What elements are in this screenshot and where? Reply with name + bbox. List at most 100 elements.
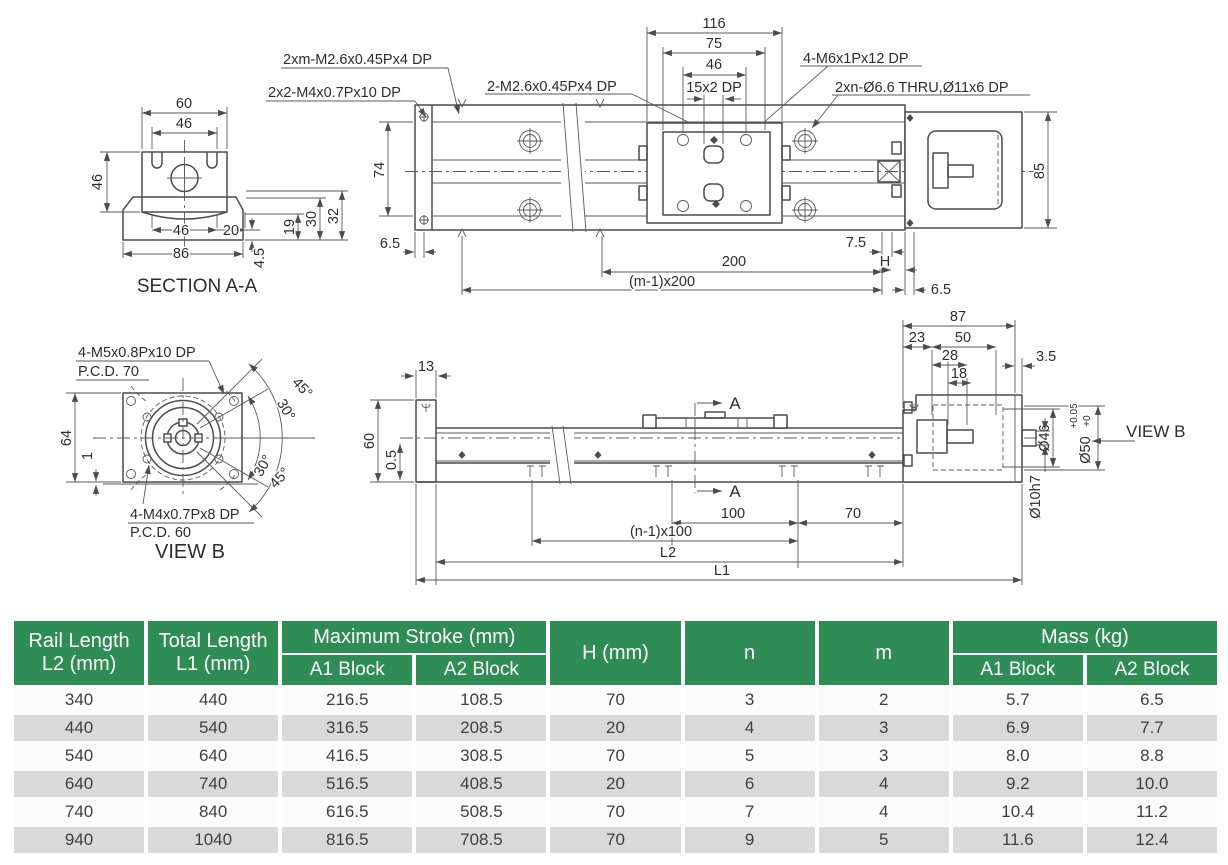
- cell-l2: 640: [14, 771, 145, 797]
- cell-stroke-a2: 408.5: [416, 771, 547, 797]
- dim-15x2: 15x2 DP: [686, 80, 742, 96]
- cell-n: 5: [684, 743, 815, 769]
- dim-30: 30: [304, 211, 320, 227]
- cell-mass-a1: 10.4: [952, 799, 1083, 825]
- header-h: H (mm): [550, 621, 681, 685]
- cell-n: 6: [684, 771, 815, 797]
- cell-h: 70: [550, 687, 681, 713]
- dim-46-top: 46: [176, 116, 192, 132]
- section-aa-title: SECTION A-A: [137, 276, 258, 297]
- view-b-title: VIEW B: [155, 541, 225, 563]
- dim-0-5: 0.5: [384, 450, 400, 470]
- dim-dia50-tol-high: +0.05: [1069, 403, 1080, 429]
- header-rail-length-line2: L2 (mm): [41, 653, 117, 675]
- cell-mass-a2: 12.4: [1086, 827, 1217, 853]
- header-rail-length-line1: Rail Length: [28, 630, 130, 652]
- dim-74: 74: [372, 162, 388, 178]
- callout-m5: 4-M5x0.8Px10 DP: [78, 345, 196, 361]
- cell-l2: 740: [14, 799, 145, 825]
- dim-n1x100: (n-1)x100: [630, 524, 692, 540]
- view-b-reference: VIEW B: [1126, 422, 1186, 441]
- dim-46-bottom: 46: [173, 223, 189, 239]
- header-mass: Mass (kg): [952, 621, 1217, 653]
- section-mark-a-top: A: [729, 394, 741, 413]
- cell-h: 20: [550, 715, 681, 741]
- dim-70: 70: [845, 506, 861, 522]
- cell-mass-a2: 6.5: [1086, 687, 1217, 713]
- dim-6-5-left: 6.5: [380, 236, 400, 252]
- dim-l1: L1: [714, 563, 730, 579]
- dim-1: 1: [80, 452, 96, 460]
- dim-7-5: 7.5: [846, 235, 866, 251]
- header-n: n: [684, 621, 815, 685]
- angle-45-top: 45°: [289, 375, 316, 402]
- cell-l2: 940: [14, 827, 145, 853]
- cell-h: 20: [550, 771, 681, 797]
- cell-mass-a2: 8.8: [1086, 743, 1217, 769]
- cell-stroke-a2: 508.5: [416, 799, 547, 825]
- dim-60: 60: [176, 96, 192, 112]
- dim-l2: L2: [660, 545, 676, 561]
- dim-13: 13: [418, 359, 434, 375]
- top-view: 116 75 46 15x2 DP 74 85 6.5 200 (m-1)x20…: [371, 15, 1057, 300]
- cell-l1: 840: [148, 799, 279, 825]
- cell-l1: 640: [148, 743, 279, 769]
- cell-n: 9: [684, 827, 815, 853]
- cell-l1: 1040: [148, 827, 279, 853]
- dim-50: 50: [955, 330, 971, 346]
- cell-stroke-a2: 708.5: [416, 827, 547, 853]
- dim-23: 23: [909, 330, 925, 346]
- callout-pcd60: P.C.D. 60: [130, 525, 191, 541]
- dim-m1x200: (m-1)x200: [629, 274, 695, 290]
- cell-m: 3: [818, 715, 949, 741]
- view-b: 45° 30° 30° 45° 64 1 4-M5x0.8Px10 DP P.C…: [58, 344, 317, 565]
- cell-l2: 340: [14, 687, 145, 713]
- dim-46: 46: [706, 57, 722, 73]
- cell-mass-a1: 6.9: [952, 715, 1083, 741]
- cell-l2: 440: [14, 715, 145, 741]
- dim-dia50-tol-low: +0: [1082, 415, 1093, 427]
- dim-60: 60: [362, 433, 378, 449]
- callout-pcd70: P.C.D. 70: [78, 364, 139, 380]
- cell-mass-a2: 10.0: [1086, 771, 1217, 797]
- header-mass-a1: A1 Block: [952, 655, 1083, 685]
- dim-4-5: 4.5: [252, 248, 268, 268]
- cell-m: 4: [818, 799, 949, 825]
- header-max-stroke: Maximum Stroke (mm): [282, 621, 547, 653]
- dim-dia50: Ø50: [1078, 436, 1094, 463]
- section-aa-view: 60 46 46 19 30 32 46 20 86 4.5 SECTION A…: [89, 95, 348, 299]
- header-row-sub: A1 Block A2 Block A1 Block A2 Block: [14, 655, 1217, 685]
- cell-mass-a1: 5.7: [952, 687, 1083, 713]
- cell-h: 70: [550, 743, 681, 769]
- cell-stroke-a1: 216.5: [282, 687, 413, 713]
- dim-100: 100: [721, 506, 745, 522]
- cell-stroke-a1: 816.5: [282, 827, 413, 853]
- cell-mass-a2: 7.7: [1086, 715, 1217, 741]
- cell-stroke-a2: 108.5: [416, 687, 547, 713]
- cell-m: 2: [818, 687, 949, 713]
- dim-46-left: 46: [90, 174, 106, 190]
- thread-callouts: 2xm-M2.6x0.45Px4 DP 2x2-M4x0.7Px10 DP 2-…: [266, 50, 1030, 133]
- dim-h: H: [880, 254, 890, 270]
- dim-19: 19: [282, 219, 298, 235]
- cell-stroke-a1: 316.5: [282, 715, 413, 741]
- callout-2m26: 2-M2.6x0.45Px4 DP: [487, 79, 617, 95]
- cell-mass-a2: 11.2: [1086, 799, 1217, 825]
- cell-h: 70: [550, 827, 681, 853]
- cell-l1: 440: [148, 687, 279, 713]
- cell-m: 4: [818, 771, 949, 797]
- rail-screws: [517, 128, 818, 223]
- cell-l1: 740: [148, 771, 279, 797]
- angle-30-top: 30°: [273, 397, 298, 424]
- callout-2xm: 2xm-M2.6x0.45Px4 DP: [283, 52, 432, 68]
- dim-85: 85: [1032, 163, 1048, 179]
